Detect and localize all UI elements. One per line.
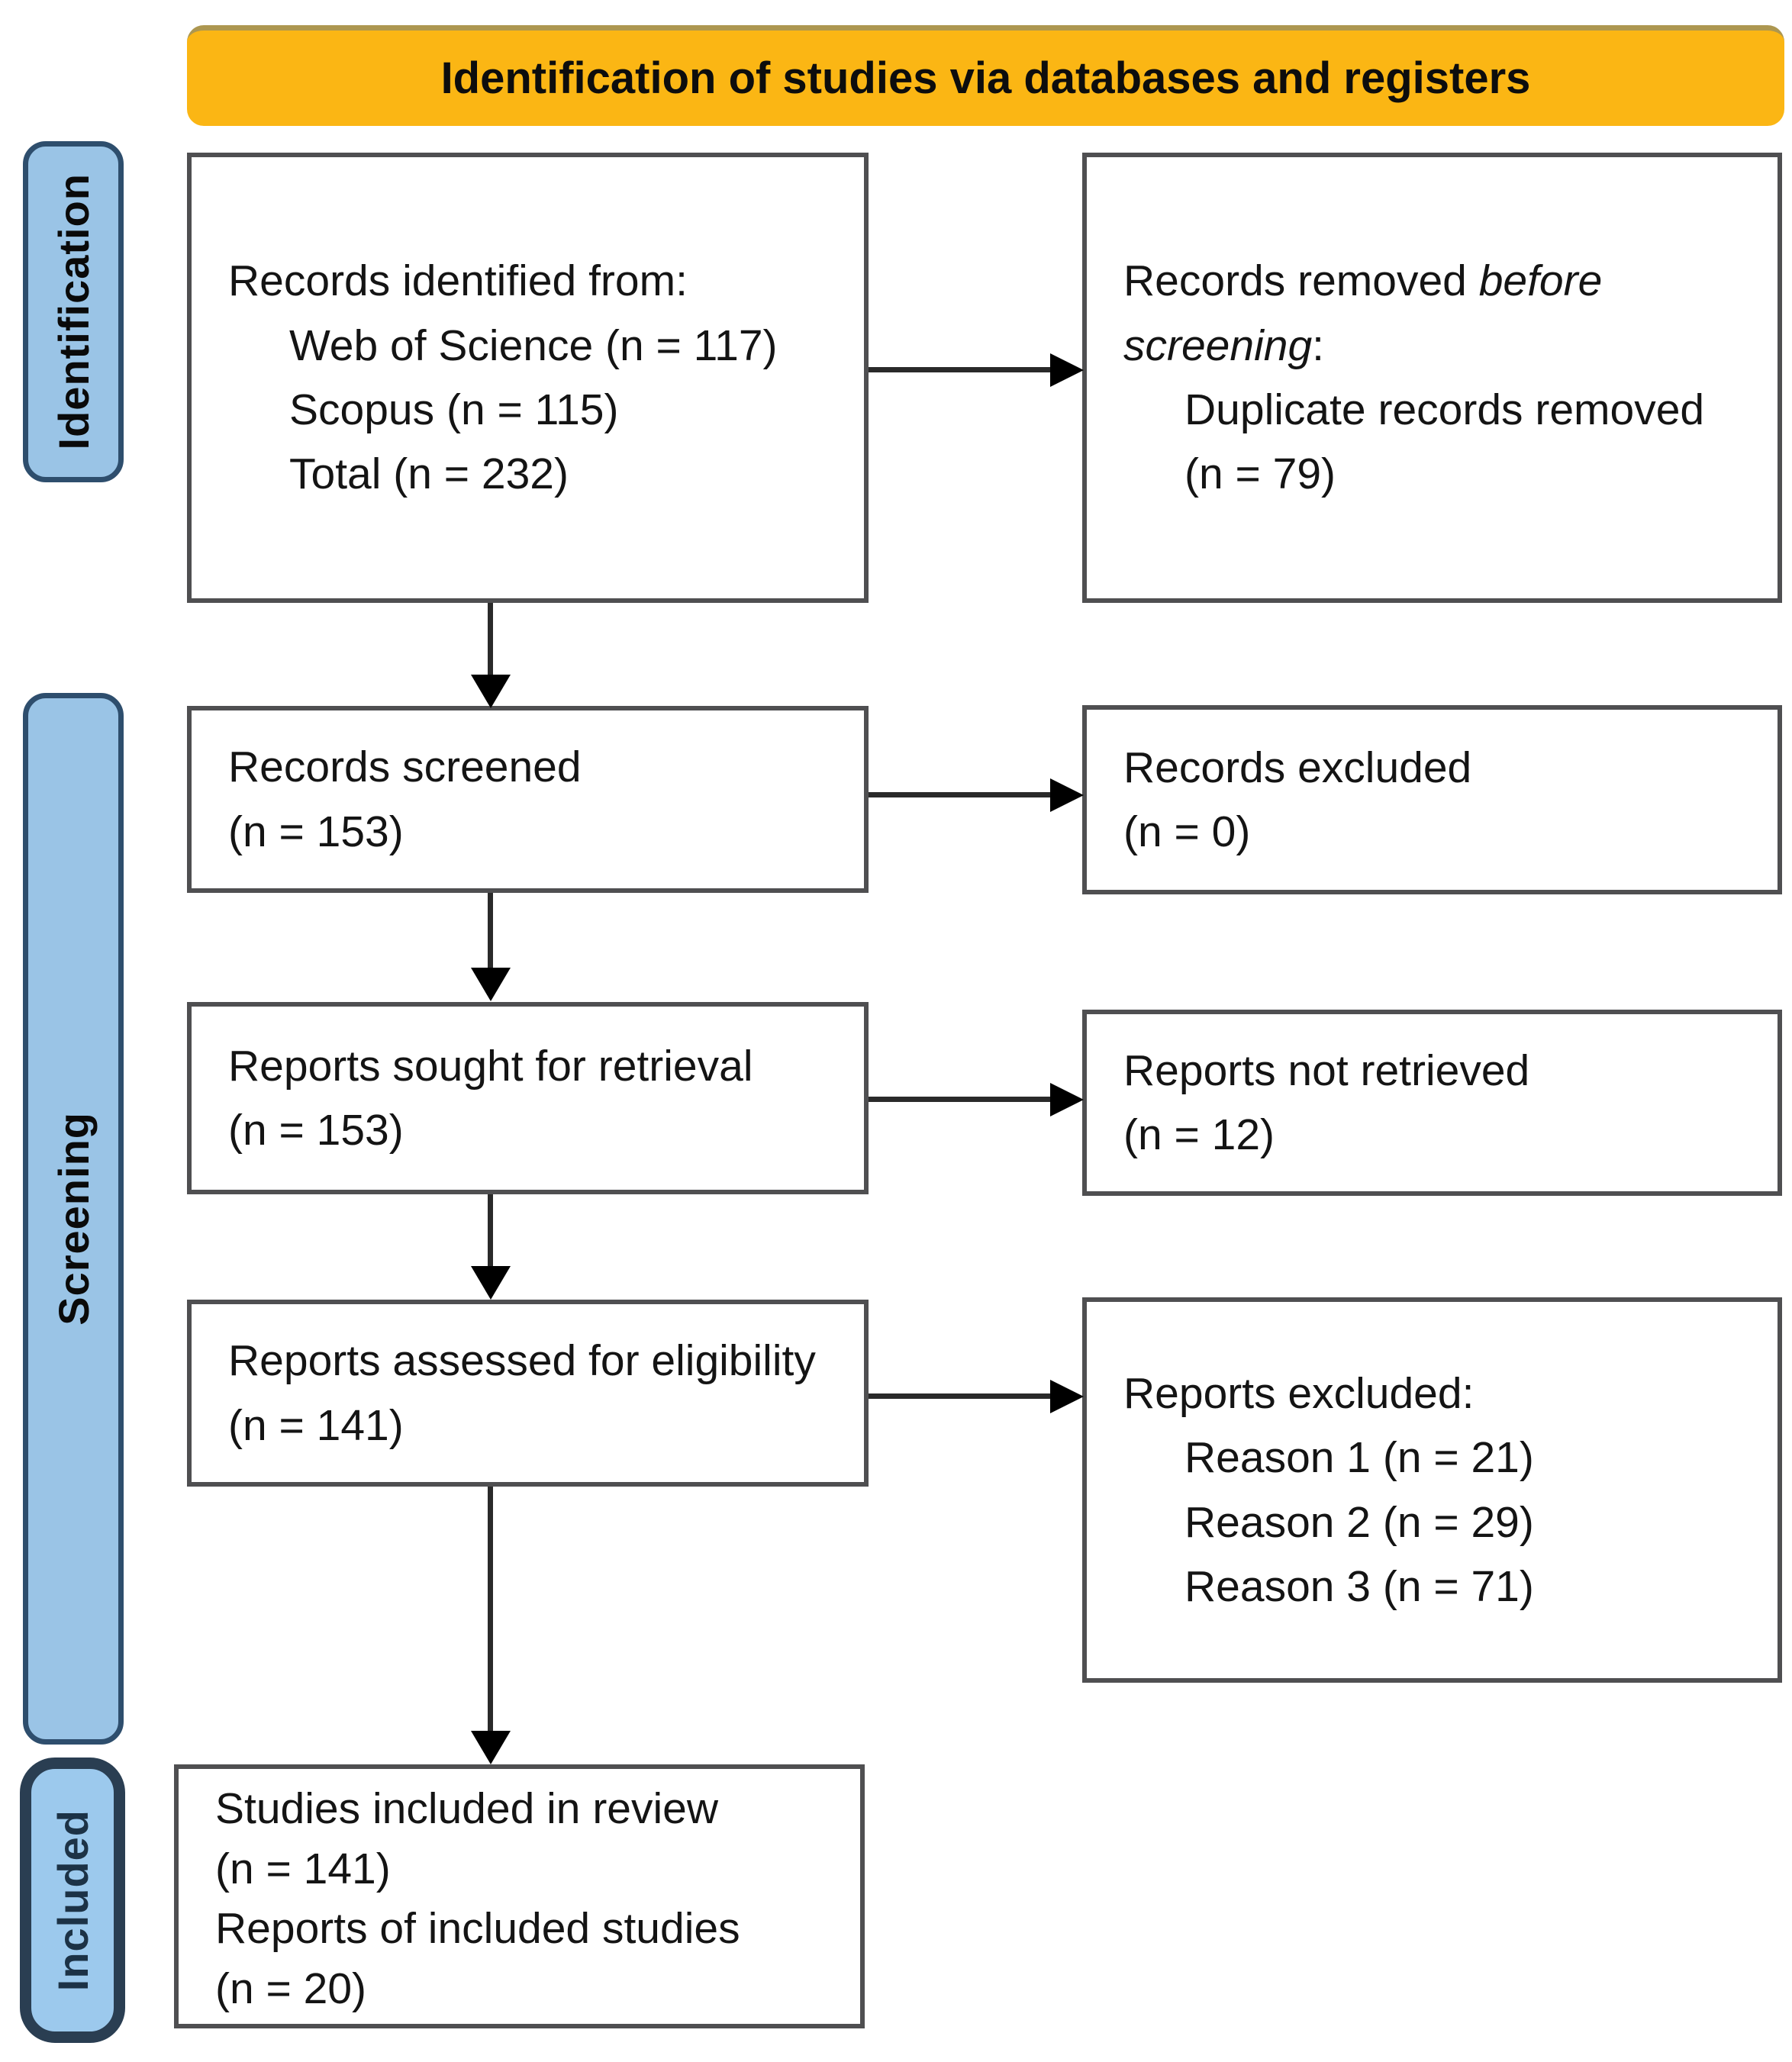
flow-arrow-identified-to-removed [869, 353, 1084, 387]
stage-label-screening: Screening [49, 1112, 98, 1326]
stage-label-included: Included [48, 1809, 97, 1992]
box-reports-excluded: Reports excluded: Reason 1 (n = 21) Reas… [1082, 1297, 1782, 1683]
arrowhead-down-icon [470, 968, 511, 1001]
arrowhead-down-icon [470, 1731, 511, 1764]
box-text-line: Reports excluded: [1123, 1368, 1475, 1418]
box-text-line: Reason 2 (n = 29) [1184, 1497, 1534, 1547]
box-text-line: (n = 141) [215, 1844, 391, 1893]
box-records-excluded: Records excluded (n = 0) [1082, 705, 1782, 894]
arrowhead-right-icon [1050, 1379, 1084, 1413]
box-text-line: Studies included in review [215, 1784, 719, 1833]
box-text-line: Records removed before [1123, 249, 1756, 313]
box-text-line: Records excluded [1123, 743, 1472, 792]
box-text-line: Scopus (n = 115) [289, 385, 619, 434]
box-text-line: Records screened [228, 743, 582, 792]
box-text-line: Duplicate records removed [1184, 385, 1705, 434]
title-banner: Identification of studies via databases … [187, 25, 1784, 126]
text-segment: : [1312, 321, 1324, 370]
box-text-line: Web of Science (n = 117) [289, 321, 778, 370]
box-studies-included: Studies included in review (n = 141) Rep… [174, 1764, 865, 2028]
box-text-line: screening: [1123, 314, 1756, 378]
arrowhead-right-icon [1050, 353, 1084, 387]
text-segment: Records removed [1123, 256, 1479, 306]
box-text-line: (n = 153) [228, 1106, 404, 1155]
flow-arrow-screened-to-excluded [869, 778, 1084, 812]
box-reports-not-retrieved: Reports not retrieved (n = 12) [1082, 1010, 1782, 1196]
box-records-removed: Records removed before screening: Duplic… [1082, 153, 1782, 603]
box-text-line: Reports assessed for eligibility [228, 1336, 816, 1386]
text-segment-italic: screening [1123, 321, 1313, 370]
arrowhead-right-icon [1050, 1082, 1084, 1116]
stage-label-identification: Identification [49, 173, 98, 450]
box-text-line: (n = 0) [1123, 807, 1251, 856]
arrowhead-down-icon [470, 1266, 511, 1300]
box-reports-sought: Reports sought for retrieval (n = 153) [187, 1002, 869, 1194]
flow-arrow-assessed-to-reportsexcluded [869, 1379, 1084, 1413]
box-text-line: (n = 20) [215, 1964, 367, 2013]
box-text-line: (n = 79) [1184, 449, 1336, 499]
flow-arrow-sought-to-assessed [470, 1194, 511, 1300]
box-text-line: Reason 3 (n = 71) [1184, 1561, 1534, 1611]
box-text-line: (n = 12) [1123, 1110, 1275, 1159]
box-text-line: Reports not retrieved [1123, 1045, 1530, 1095]
box-text-line: Reports of included studies [215, 1904, 740, 1953]
box-text-line: Reports sought for retrieval [228, 1041, 753, 1091]
box-text-line: Reason 1 (n = 21) [1184, 1433, 1534, 1483]
arrowhead-down-icon [470, 675, 511, 708]
stage-bar-screening: Screening [23, 693, 124, 1745]
flow-arrow-assessed-to-included [470, 1487, 511, 1764]
flow-arrow-sought-to-notretrieved [869, 1082, 1084, 1116]
box-records-identified: Records identified from: Web of Science … [187, 153, 869, 603]
box-text-line: Total (n = 232) [289, 449, 569, 499]
box-records-screened: Records screened (n = 153) [187, 706, 869, 893]
stage-bar-included: Included [20, 1758, 125, 2043]
stage-bar-identification: Identification [23, 141, 124, 482]
box-reports-assessed: Reports assessed for eligibility (n = 14… [187, 1300, 869, 1487]
box-text-line: (n = 153) [228, 807, 404, 856]
box-text-line: (n = 141) [228, 1400, 404, 1450]
box-text-line: Records identified from: [228, 256, 688, 306]
arrowhead-right-icon [1050, 778, 1084, 812]
text-segment-italic: before [1478, 256, 1603, 306]
flow-arrow-screened-to-sought [470, 893, 511, 1001]
flow-arrow-identified-to-screened [470, 603, 511, 708]
